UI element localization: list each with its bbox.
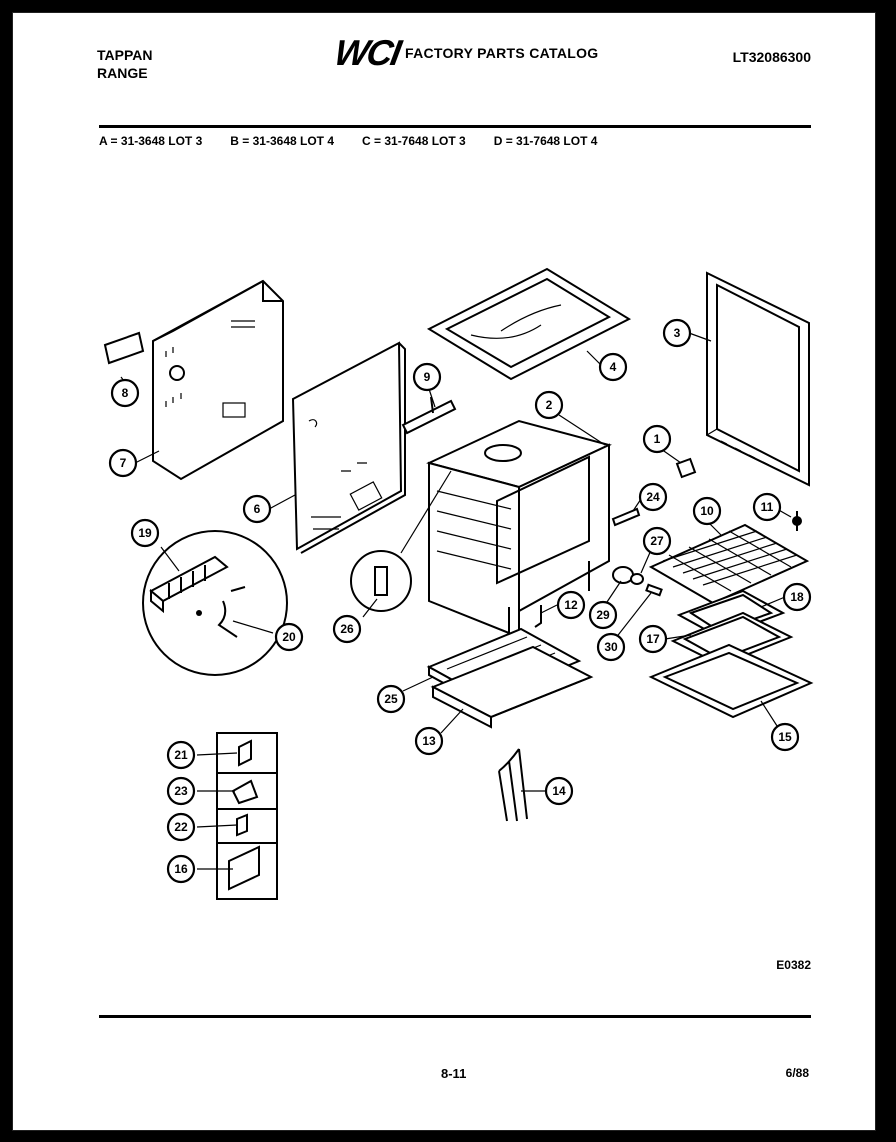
callout-2-label: 2: [546, 398, 553, 412]
part-3-door-frame: [706, 271, 810, 487]
callout-9: 9: [412, 362, 442, 392]
catalog-number: LT32086300: [732, 49, 811, 65]
part-27-spring: [630, 573, 644, 585]
callout-8: 8: [110, 378, 140, 408]
callout-1-label: 1: [654, 432, 661, 446]
part-inset-boxes: [216, 732, 278, 900]
callout-14-label: 14: [552, 784, 566, 798]
part-30-pin: [645, 583, 663, 597]
callout-18-label: 18: [790, 590, 804, 604]
callout-19-label: 19: [138, 526, 152, 540]
footer-divider: [99, 1015, 811, 1018]
part-13-drawer-base: [430, 645, 594, 729]
callout-4: 4: [598, 352, 628, 382]
part-10-rack: [648, 523, 810, 605]
lot-legend: A = 31-3648 LOT 3 B = 31-3648 LOT 4 C = …: [99, 134, 597, 148]
callout-15: 15: [770, 722, 800, 752]
lot-a: A = 31-3648 LOT 3: [99, 134, 203, 148]
callout-9-label: 9: [424, 370, 431, 384]
logo-block: WCI FACTORY PARTS CATALOG: [331, 32, 599, 73]
callout-25: 25: [376, 684, 406, 714]
callout-30-label: 30: [604, 640, 618, 654]
leader-lines: [120, 332, 792, 870]
callout-27: 27: [642, 526, 672, 556]
callout-7: 7: [108, 448, 138, 478]
callout-18: 18: [782, 582, 812, 612]
callout-25-label: 25: [384, 692, 398, 706]
callout-12-label: 12: [564, 598, 578, 612]
callout-13: 13: [414, 726, 444, 756]
callout-3-label: 3: [674, 326, 681, 340]
part-11-screw: [792, 511, 802, 531]
callout-4-label: 4: [610, 360, 617, 374]
catalog-page: TAPPAN RANGE WCI FACTORY PARTS CATALOG L…: [12, 12, 876, 1131]
callout-26-label: 26: [340, 622, 354, 636]
catalog-title: FACTORY PARTS CATALOG: [404, 45, 599, 61]
diagram-code: E0382: [776, 958, 811, 972]
callout-11-label: 11: [761, 500, 774, 514]
callout-6-label: 6: [254, 502, 261, 516]
callout-13-label: 13: [422, 734, 436, 748]
callout-30: 30: [596, 632, 626, 662]
part-2-oven-body: [426, 419, 612, 641]
part-4-top-pan: [426, 267, 632, 381]
callout-21-label: 21: [174, 748, 188, 762]
callout-24: 24: [638, 482, 668, 512]
lot-d: D = 31-7648 LOT 4: [493, 134, 598, 148]
part-14-leveling-leg: [498, 748, 528, 822]
part-12-hinge: [534, 605, 542, 628]
lot-b: B = 31-3648 LOT 4: [230, 134, 334, 148]
callout-1: 1: [642, 424, 672, 454]
part-6-rear-panel: [291, 341, 406, 554]
callout-17-label: 17: [646, 632, 660, 646]
callout-16-label: 16: [174, 862, 188, 876]
part-19-20-detail-inset: [142, 530, 288, 676]
callout-19: 19: [130, 518, 160, 548]
brand-name: TAPPAN: [97, 47, 153, 63]
callout-7-label: 7: [120, 456, 127, 470]
part-1-knob: [675, 457, 697, 479]
callout-22: 22: [166, 812, 196, 842]
callout-17: 17: [638, 624, 668, 654]
callout-15-label: 15: [778, 730, 792, 744]
callout-6: 6: [242, 494, 272, 524]
callout-22-label: 22: [174, 820, 188, 834]
callout-10-label: 10: [700, 504, 714, 518]
callout-12: 12: [556, 590, 586, 620]
part-7-side-panel: [103, 279, 284, 481]
callout-27-label: 27: [650, 534, 664, 548]
callout-29-label: 29: [596, 608, 610, 622]
brand-block: TAPPAN RANGE: [97, 46, 152, 82]
callout-14: 14: [544, 776, 574, 806]
callout-23-label: 23: [174, 784, 188, 798]
callout-23: 23: [166, 776, 196, 806]
callout-29: 29: [588, 600, 618, 630]
callout-26: 26: [332, 614, 362, 644]
page-number: 8-11: [441, 1066, 467, 1081]
callout-20: 20: [274, 622, 304, 652]
callout-21: 21: [166, 740, 196, 770]
part-15-drawer-liner: [648, 643, 814, 719]
callout-20-label: 20: [282, 630, 296, 644]
part-9-bracket: [401, 396, 457, 435]
part-26-detail-inset: [350, 470, 452, 612]
callout-2: 2: [534, 390, 564, 420]
callout-11: 11: [752, 492, 782, 522]
callout-10: 10: [692, 496, 722, 526]
callout-24-label: 24: [646, 490, 660, 504]
part-24-clip: [611, 507, 641, 527]
product-type: RANGE: [97, 65, 148, 81]
header-divider: [99, 125, 811, 128]
callout-3: 3: [662, 318, 692, 348]
lot-c: C = 31-7648 LOT 3: [362, 134, 466, 148]
part-29-bushing: [612, 566, 634, 584]
revision-date: 6/88: [785, 1066, 809, 1080]
callout-16: 16: [166, 854, 196, 884]
callout-8-label: 8: [122, 386, 129, 400]
